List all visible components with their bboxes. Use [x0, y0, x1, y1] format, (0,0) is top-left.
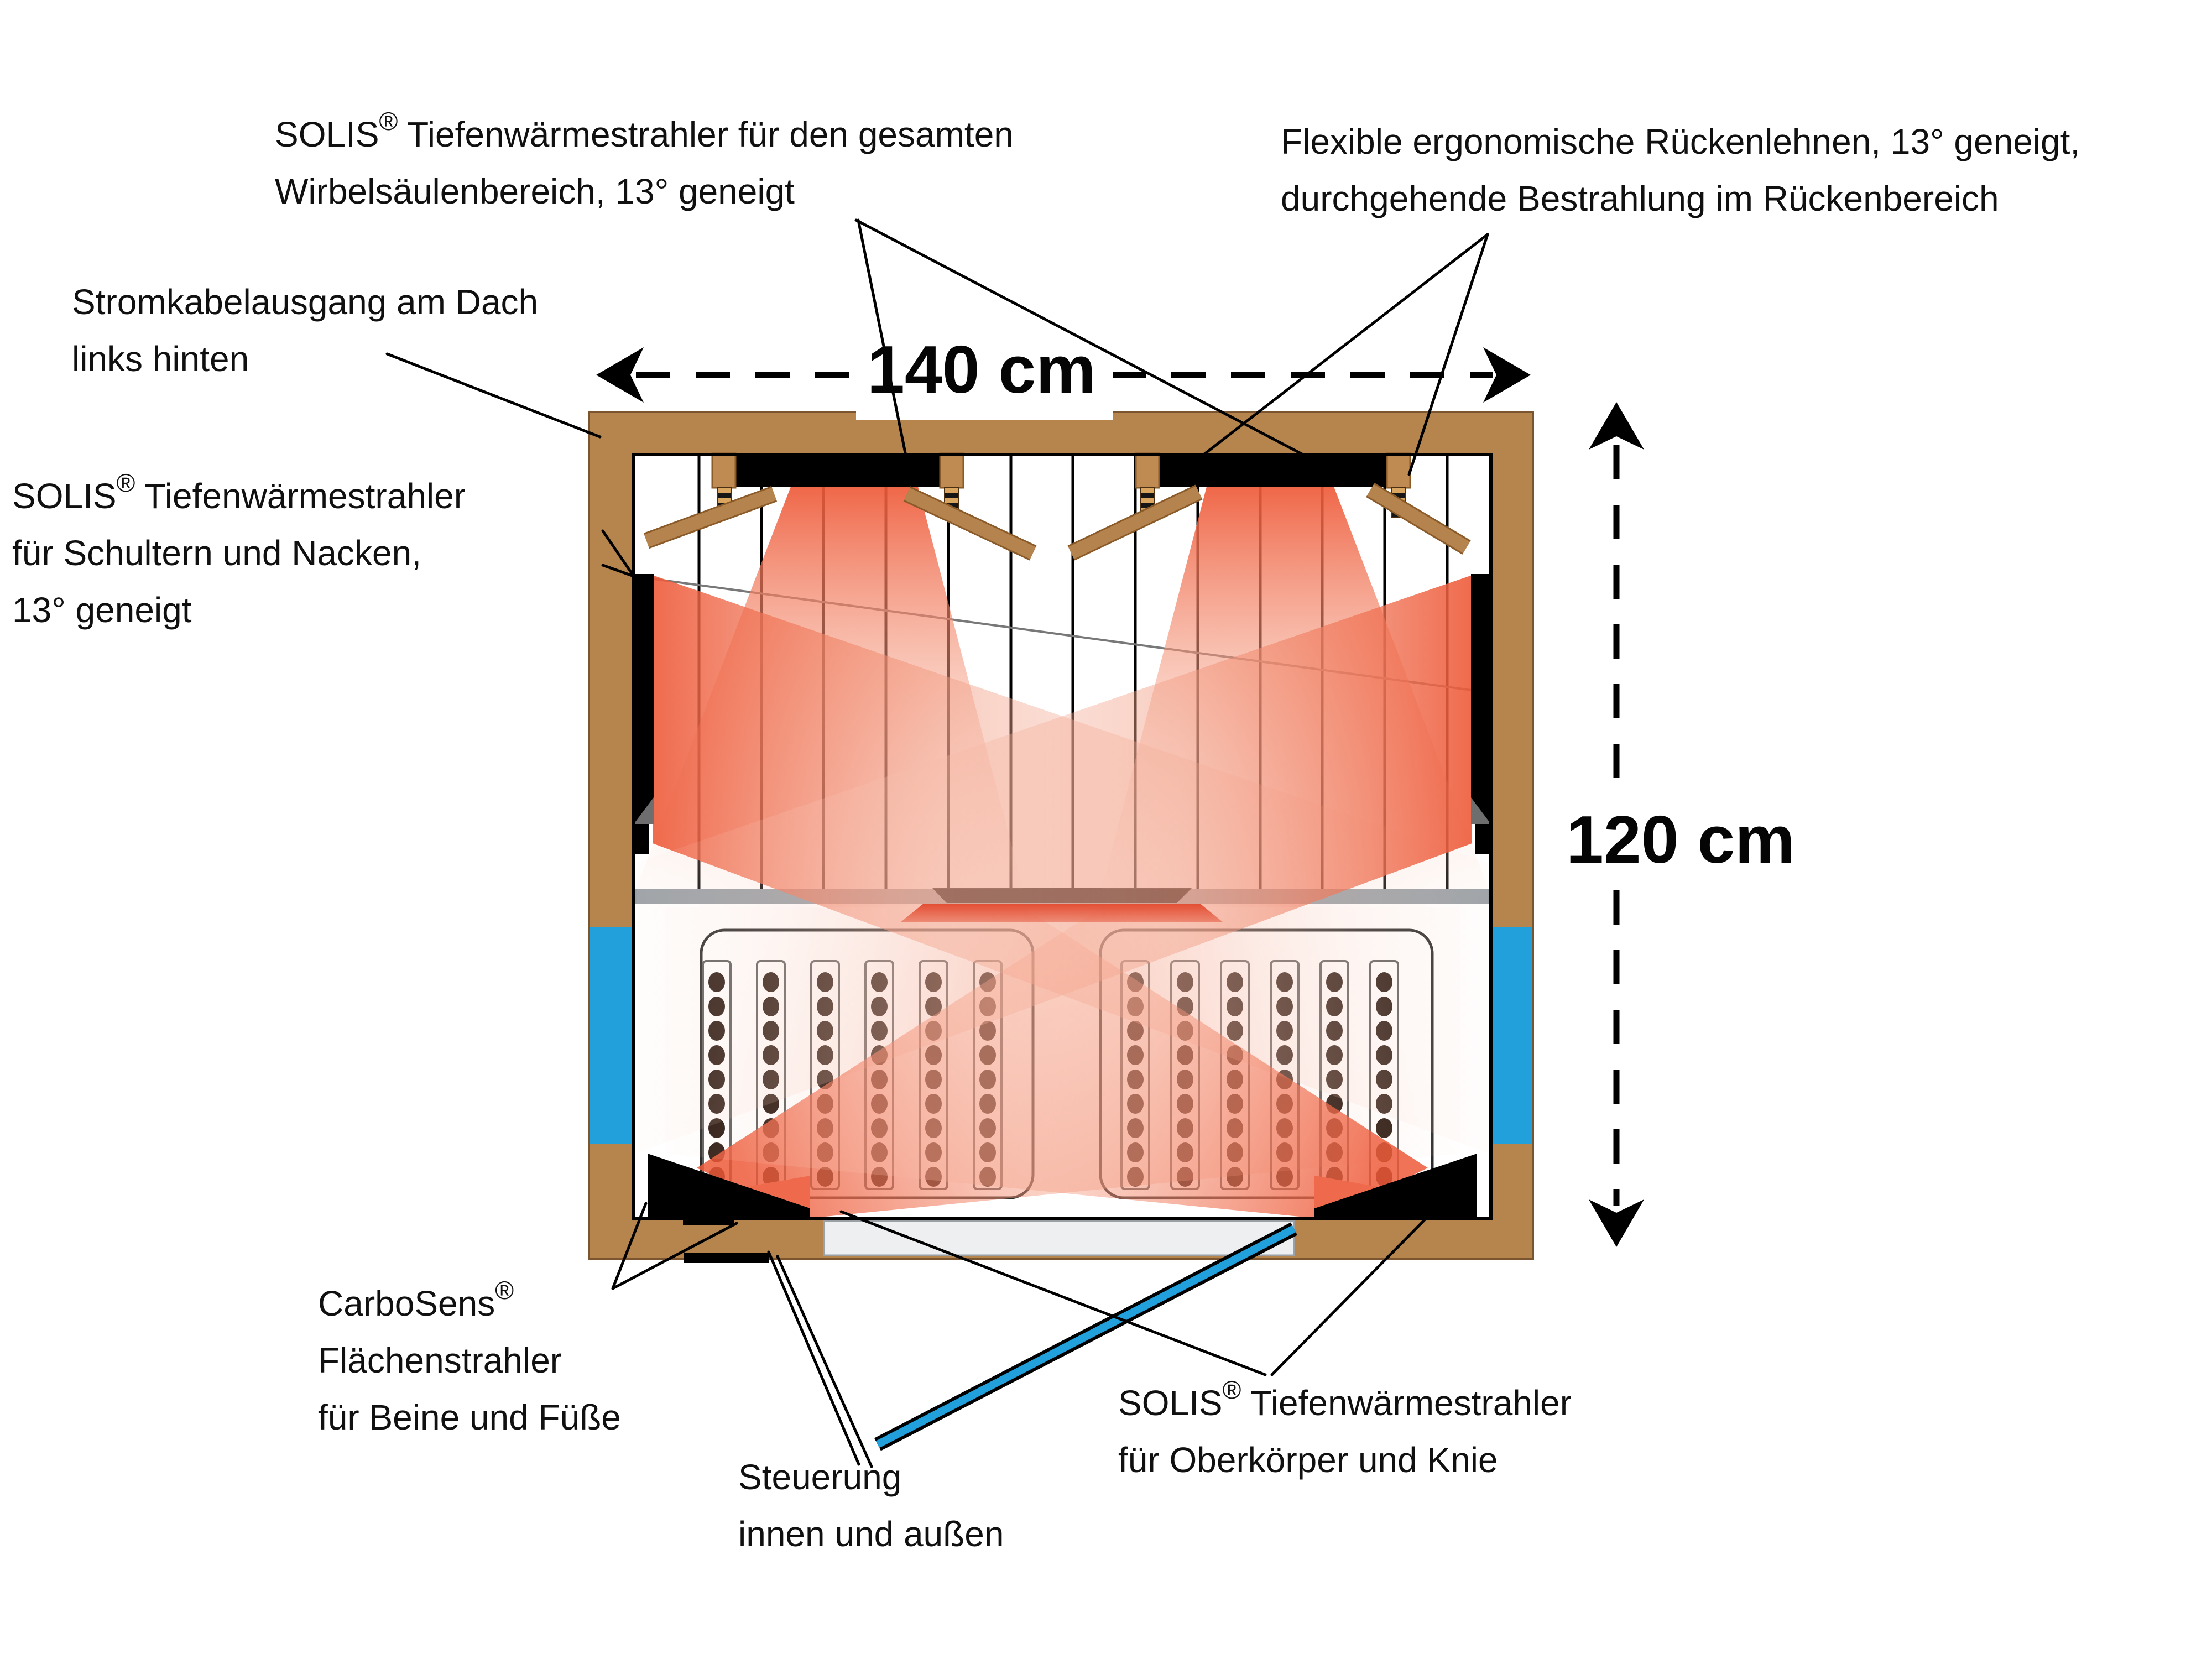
leader-torso-left [839, 1210, 1267, 1376]
leader-control-outer [767, 1250, 860, 1466]
dimension-depth-label: 120 cm [1566, 802, 1795, 877]
dim-depth-plate [1558, 795, 1817, 888]
arrowhead-left [596, 347, 644, 403]
leader-spine-left [857, 218, 907, 457]
sauna-interior [632, 452, 1493, 1225]
heat-glow-center [900, 904, 1223, 922]
leader-carbosens-2 [611, 1222, 738, 1290]
spine-radiator-left [733, 455, 949, 487]
annotation-shoulder-heater: SOLIS® Tiefenwärmestrahler für Schultern… [12, 455, 466, 639]
annotation-line: für Schultern und Nacken, [12, 533, 421, 573]
external-control-unit [684, 1253, 769, 1263]
arrowhead-top [1589, 402, 1644, 450]
annotation-line: SOLIS® Tiefenwärmestrahler [1118, 1375, 1572, 1423]
annotation-line: CarboSens® [318, 1276, 514, 1323]
door-threshold [823, 1220, 1295, 1256]
heat-cones [636, 487, 1489, 1219]
annotation-control: Steuerung innen und außen [738, 1449, 1004, 1563]
dim-width-plate [856, 325, 1113, 420]
glass-strip-right [1491, 927, 1532, 1144]
door-area [684, 1220, 1297, 1451]
leader-backrest-right [1407, 233, 1489, 476]
annotation-line: Stromkabelausgang am Dach [72, 282, 539, 322]
annotation-line: SOLIS® Tiefenwärmestrahler für den gesam… [275, 107, 1014, 154]
annotation-line: für Beine und Füße [318, 1397, 621, 1437]
annotation-backrest: Flexible ergonomische Rückenlehnen, 13° … [1281, 113, 2080, 227]
annotation-line: Wirbelsäulenbereich, 13° geneigt [275, 171, 795, 211]
leader-carbosens-1 [611, 1202, 648, 1290]
annotation-line: Steuerung [738, 1457, 902, 1497]
leader-cable [385, 352, 602, 439]
shoulder-radiators [634, 574, 1491, 854]
annotation-carbosens: CarboSens® Flächenstrahler für Beine und… [318, 1262, 621, 1446]
annotation-line: für Oberkörper und Knie [1118, 1440, 1498, 1480]
annotation-line: durchgehende Bestrahlung im Rückenbereic… [1281, 179, 1999, 218]
annotation-line: links hinten [72, 339, 249, 379]
annotation-line: 13° geneigt [12, 590, 192, 630]
annotation-spine-heater: SOLIS® Tiefenwärmestrahler für den gesam… [275, 93, 1014, 220]
dimension-lines [596, 347, 1644, 1247]
torso-radiators [648, 1154, 1477, 1225]
leader-shoulder-2 [601, 564, 635, 578]
arrowhead-right [1483, 347, 1531, 403]
backrest-bars [643, 483, 1471, 561]
annotation-cable-outlet: Stromkabelausgang am Dach links hinten [72, 274, 538, 388]
heat-cone-bottom-right [665, 907, 1428, 1219]
glass-strip-left [590, 927, 634, 1144]
leader-shoulder-1 [601, 529, 635, 578]
leader-lines [385, 218, 1489, 1468]
spine-radiator-right [1159, 455, 1389, 487]
annotation-line: SOLIS® Tiefenwärmestrahler [12, 468, 466, 516]
annotation-torso-heater: SOLIS® Tiefenwärmestrahler für Oberkörpe… [1118, 1361, 1572, 1489]
glass-door [875, 1225, 1296, 1448]
leader-control-inner [776, 1255, 873, 1468]
leader-torso-right [1270, 1218, 1426, 1376]
dimension-width-label: 140 cm [867, 332, 1096, 407]
annotation-line: innen und außen [738, 1514, 1004, 1554]
annotation-line: Flexible ergonomische Rückenlehnen, 13° … [1281, 122, 2080, 161]
leader-backrest-left [1168, 233, 1489, 482]
leader-spine-right [854, 218, 1307, 457]
arrowhead-bottom [1589, 1199, 1644, 1247]
annotation-line: Flächenstrahler [318, 1340, 562, 1380]
